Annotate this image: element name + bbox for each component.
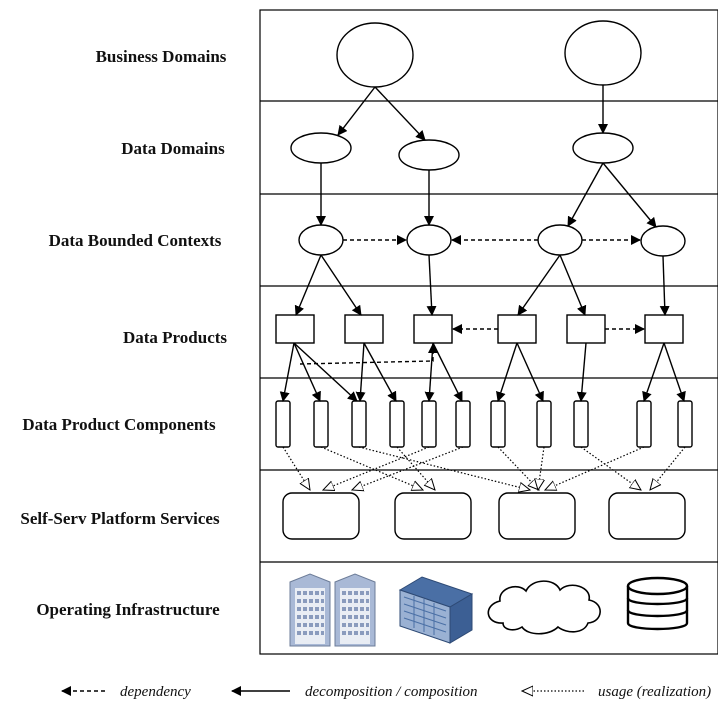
business-domain-node [336,22,414,88]
component-box [389,400,405,448]
legend-usage-label: usage (realization) [598,684,711,700]
component-box [636,400,652,448]
decomposition-arrows [279,85,686,402]
platform-service-box [282,492,360,540]
legend-dependency-label: dependency [120,684,191,700]
layer-label-operating-infrastructure: Operating Infrastructure [36,600,220,619]
cloud-icon [487,580,601,635]
data-product-components [275,400,693,448]
component-box [573,400,589,448]
layer-label-data-bounded-contexts: Data Bounded Contexts [49,231,222,250]
platform-service-box [394,492,472,540]
component-box [677,400,693,448]
component-box [536,400,552,448]
data-domain-node [290,132,352,164]
data-product-box [275,314,315,344]
component-box [313,400,329,448]
bounded-context-node [537,224,583,256]
bounded-context-node [640,225,686,257]
component-box [351,400,367,448]
data-product-box [413,314,453,344]
data-product-box [566,314,606,344]
layer-label-data-product-components: Data Product Components [22,415,216,434]
data-domain-node [572,132,634,164]
platform-service-box [498,492,576,540]
data-product-box [344,314,384,344]
layer-grid [259,9,718,655]
database-icon [626,576,689,631]
dependency-arrows [299,235,645,365]
layer-label-data-products: Data Products [123,328,227,347]
server-rack-icon [398,576,474,644]
bounded-context-node [406,224,452,256]
data-product-box [497,314,537,344]
component-box [455,400,471,448]
business-domain-node [564,20,642,86]
bounded-context-node [298,224,344,256]
component-box [275,400,291,448]
office-buildings-icon [289,573,376,647]
layer-label-self-serv-platform-services: Self-Serv Platform Services [20,509,220,528]
data-product-box [644,314,684,344]
usage-arrows [282,446,686,490]
data-domain-node [398,139,460,171]
layer-label-data-domains: Data Domains [121,139,225,158]
component-box [490,400,506,448]
legend-decomposition-label: decomposition / composition [305,684,478,700]
layer-label-business-domains: Business Domains [96,47,227,66]
component-box [421,400,437,448]
platform-service-box [608,492,686,540]
legend: dependency decomposition / composition u… [61,684,711,700]
